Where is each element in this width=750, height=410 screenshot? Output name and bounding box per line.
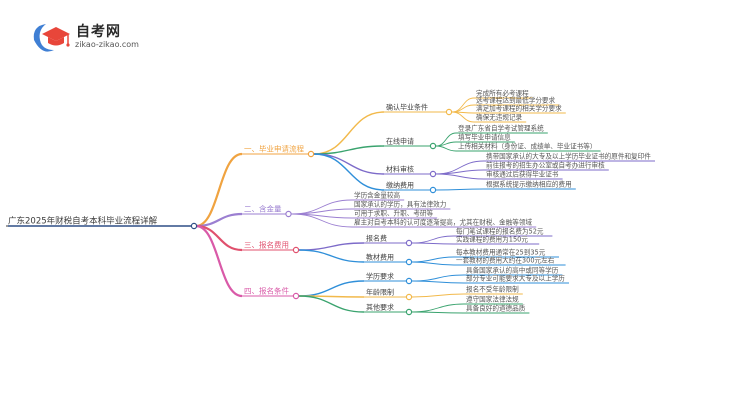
leaf-item: 选考课程达到最低学分要求 [476,96,556,105]
branch-3-sub-2-toggle[interactable] [405,258,413,266]
branch-1-sub-2-toggle[interactable] [429,142,437,150]
sub-4-2-to-leaf-1 [411,293,465,298]
logo-title: 自考网 [76,24,121,40]
branch-3-sub-2: 教材费用 [366,253,394,262]
mindmap-nodes: 广东2025年财税自考本科毕业流程详解 一、毕业申请流程 确认毕业条件 完成所有必考课… [6,89,655,316]
sub-1-1-to-leaf-2 [451,104,475,113]
branch-1-sub-1-toggle[interactable] [445,108,453,116]
leaf-item: 审核通过后获得毕业证书 [486,170,559,179]
leaf-item: 具备国家承认的高中或同等学历 [466,266,559,275]
branch-4-toggle[interactable] [292,292,300,300]
sub-4-3-to-leaf-2 [411,311,465,314]
leaf-item: 可用于求职、升职、考研等 [354,209,434,218]
branch-4-to-sub-1 [298,280,365,297]
leaf-item: 满足加考课程的相关学分要求 [476,104,562,113]
graduation-cap-logo-icon [33,24,70,52]
root-to-branch-0 [195,152,243,228]
branch-1-sub-1: 确认毕业条件 [386,103,428,112]
branch-4-to-sub-3 [298,295,365,313]
branch-2-to-leaf-4 [291,213,353,228]
sub-1-3-to-leaf-3 [435,173,485,180]
leaf-item: 部分专业可能要求大专及以上学历 [466,274,565,283]
sub-1-1-to-leaf-4 [451,111,475,123]
branch-2: 二、含金量 [244,204,282,214]
leaf-item: 前往报考的招生办公室或自考办进行审核 [486,161,605,170]
sub-4-1-to-leaf-1 [411,274,465,282]
branch-3-sub-1: 报名费 [366,234,387,243]
leaf-item: 确保无违规记录 [476,113,523,122]
logo-url: zikao-zikao.com [75,40,139,49]
branch-1-sub-2: 在线申请 [386,137,414,146]
mindmap-links [195,97,485,314]
branch-3-to-sub-1 [298,242,365,251]
site-logo[interactable]: 自考网 zikao-zikao.com [28,18,168,58]
leaf-item: 填写毕业申请信息 [458,133,511,142]
root-node: 广东2025年财税自考本科毕业流程详解 [8,216,158,227]
branch-4-sub-3-toggle[interactable] [405,308,413,316]
branch-1-sub-3-toggle[interactable] [429,170,437,178]
leaf-item: 实践课程的费用为150元 [456,235,528,244]
branch-1-sub-4-toggle[interactable] [429,186,437,194]
leaf-item: 遵守国家法律法规 [466,295,519,304]
branch-1-toggle[interactable] [307,150,315,158]
leaf-item: 具备良好的道德品质 [466,304,526,313]
branch-1-to-sub-2 [313,145,385,155]
sub-1-2-to-leaf-2 [435,141,457,147]
branch-4-sub-1: 学历要求 [366,272,394,281]
leaf-item: 一套教材的费用大约在300元左右 [456,256,555,265]
branch-3: 三、报名费用 [244,240,289,250]
branch-2-toggle[interactable] [285,210,292,218]
sub-3-1-to-leaf-1 [411,235,455,244]
sub-3-2-to-leaf-1 [411,256,455,263]
sub-4-1-to-leaf-2 [411,280,465,284]
branch-3-to-sub-2 [298,249,365,263]
leaf-item: 完成所有必考课程 [476,89,529,98]
sub-1-2-to-leaf-3 [435,145,457,152]
branch-4-sub-2-toggle[interactable] [405,293,413,301]
branch-1-to-sub-1 [313,111,385,155]
sub-4-3-to-leaf-1 [411,303,465,313]
leaf-item: 报名不受年龄限制 [466,285,519,294]
branch-4: 四、报名条件 [244,286,289,296]
branch-3-sub-1-toggle[interactable] [405,239,413,247]
branch-1-sub-4: 缴纳费用 [386,181,414,190]
leaf-item: 根据系统提示缴纳相应的费用 [486,180,572,189]
leaf-item: 登录广东省自学考试管理系统 [458,124,544,133]
branch-4-sub-2: 年龄限制 [366,288,394,297]
branch-3-toggle[interactable] [292,246,300,254]
leaf-item: 国家承认的学历，具有法律效力 [354,200,446,209]
leaf-item: 学历含金量较高 [354,191,401,200]
sub-3-1-to-leaf-2 [411,242,455,245]
leaf-item: 雇主对自考本科的认可度逐渐提高，尤其在财税、金融等领域 [354,218,532,227]
branch-1: 一、毕业申请流程 [244,144,304,154]
branch-4-sub-3: 其他要求 [366,303,394,312]
root-to-branch-3 [195,224,243,298]
leaf-item: 携带国家承认的大专及以上学历毕业证书的原件和复印件 [486,152,651,161]
sub-1-4-to-leaf-1 [435,188,485,191]
sub-3-2-to-leaf-2 [411,261,455,266]
root-node-toggle[interactable] [190,222,198,230]
leaf-item: 每本教材费用通常在25到35元 [456,248,546,257]
leaf-item: 每门笔试课程的报名费为52元 [456,227,544,236]
branch-4-sub-1-toggle[interactable] [405,277,413,285]
leaf-item: 上传相关材料（身份证、成绩单、毕业证书等） [458,142,596,151]
branch-1-to-sub-4 [313,153,385,191]
sub-1-3-to-leaf-2 [435,169,485,175]
branch-1-sub-3: 材料审核 [386,165,414,174]
